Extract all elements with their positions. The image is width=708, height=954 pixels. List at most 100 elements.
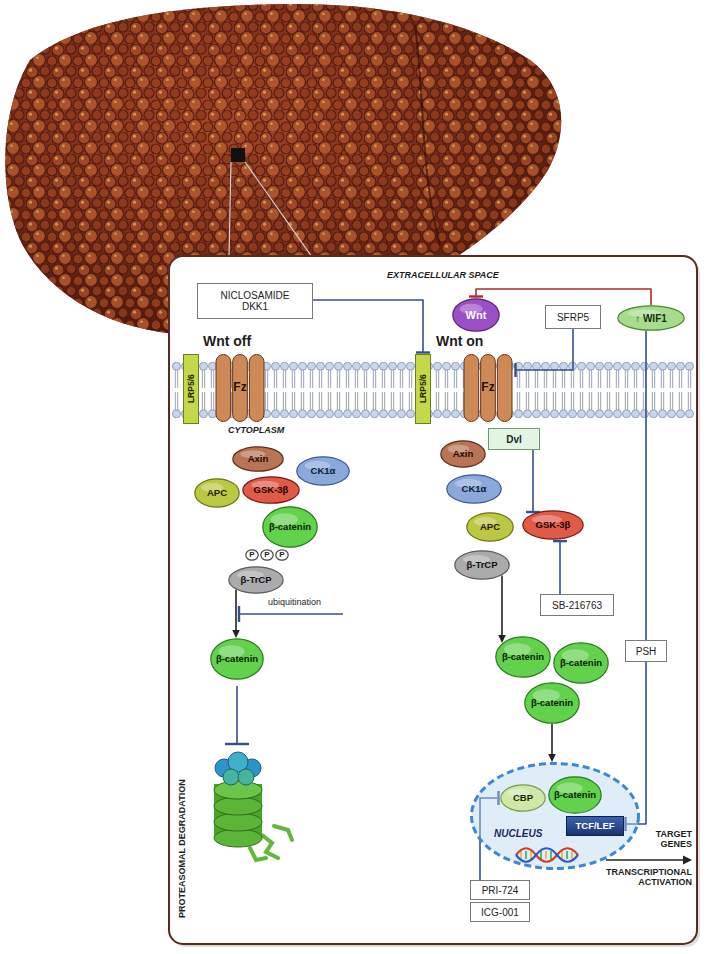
inhibitor-ellipse: ↑ WIF1: [617, 305, 685, 331]
phosphate-circle: P: [245, 549, 259, 561]
proteasome-part: [223, 769, 239, 785]
node-label: GSK-3β: [536, 520, 571, 530]
node-label: NUCLEUS: [494, 828, 542, 839]
state-heading-box: Wnt on: [436, 334, 483, 349]
ubiquitination-inhibition: [239, 606, 343, 622]
node-label: SFRP5: [557, 312, 589, 323]
node-label: CBP: [513, 793, 533, 803]
protein-ellipse-shape-part: [211, 639, 263, 679]
coreceptor-bar: LRP5/6: [183, 354, 199, 424]
frizzled-receptor: Fz: [214, 354, 266, 422]
degradation-inhibition-part: [225, 743, 249, 745]
protein-ellipse: β-TrCP: [454, 550, 510, 580]
degradation-inhibition: [225, 686, 249, 744]
node-label: Axin: [453, 449, 474, 459]
panel-part: [169, 256, 697, 944]
proteasome-part: [214, 797, 262, 815]
proteasome-part: [262, 835, 278, 858]
outcome-label: TARGET GENES: [630, 830, 692, 850]
nucleus-shape-part: [472, 764, 639, 869]
ligand-circle-shape-part: [453, 299, 499, 331]
ubiquitination-inhibition-part: [239, 613, 343, 615]
inhibition-connector: [469, 289, 651, 305]
connector-line: [235, 590, 237, 631]
inhibition-connector: [516, 329, 574, 377]
proteasome-part: [214, 781, 262, 799]
arrow-head: [232, 630, 240, 638]
process-label: ubiquitination: [268, 598, 321, 608]
ubiquitination-inhibition-part: [238, 606, 240, 622]
drug-box: PSH: [625, 640, 667, 662]
protein-ellipse: CK1α: [296, 456, 350, 486]
drug-box: SFRP5: [545, 305, 601, 329]
protein-ellipse: β-catenin: [524, 682, 580, 724]
dna-helix-part: [530, 851, 532, 859]
degradation-inhibition-part: [236, 686, 238, 744]
region-label-box: CYTOPLASM: [228, 426, 284, 436]
region-label-box: EXTRACELLULAR SPACE: [387, 271, 499, 281]
node-label: β-TrCP: [240, 575, 271, 585]
protein-ellipse: CBP: [500, 784, 546, 812]
process-label-box: ubiquitination: [268, 598, 321, 608]
node-label: PSH: [636, 646, 657, 657]
protein-ellipse-shape-part: [229, 567, 283, 593]
activation-connector: [498, 576, 506, 644]
protein-ellipse-shape-part: [441, 441, 485, 467]
inhibition-connector: [526, 450, 540, 512]
arrow-head: [548, 754, 556, 762]
protein-ellipse-shape-part: [523, 511, 583, 539]
outcome-label: TRANSCRIPTIONAL ACTIVATION: [582, 868, 692, 888]
region-label: EXTRACELLULAR SPACE: [387, 271, 499, 281]
node-label: APC: [207, 488, 227, 498]
frizzled-receptor-shape-part: [216, 355, 231, 422]
frizzled-receptor-shape-part: [481, 355, 496, 422]
protein-ellipse: GSK-3β: [242, 476, 300, 504]
phosphate-circle: P: [260, 549, 274, 561]
node-label: TCF/LEF: [575, 821, 614, 831]
zoom-marker-part: [245, 162, 312, 257]
frizzled-receptor-shape-part: [249, 355, 264, 422]
protein-ellipse-shape-part: [549, 777, 601, 813]
dna-helix-part: [550, 851, 552, 859]
dna-helix-part: [525, 851, 527, 859]
dna-helix-part: [561, 851, 563, 859]
dna-helix-part: [566, 851, 568, 859]
drug-box: PRI-724: [470, 880, 530, 900]
node-label: β-catenin: [554, 790, 596, 800]
node-label: Fz: [481, 381, 494, 394]
node-label: CK1α: [311, 466, 336, 476]
dna-helix-part: [571, 851, 573, 859]
connector-line: [516, 329, 574, 370]
zoom-marker-part: [231, 148, 245, 162]
frizzled-receptor-shape-part: [497, 355, 512, 422]
inhibitor-ellipse-shape-part: [618, 306, 684, 330]
liver-fissure: [415, 25, 440, 245]
protein-ellipse: β-catenin: [262, 506, 318, 548]
protein-ellipse-shape-part: [525, 683, 579, 723]
node-label: DKK1: [242, 301, 268, 312]
node-label: β-catenin: [531, 698, 573, 708]
protein-ellipse-shape-part: [501, 785, 545, 811]
protein-ellipse: β-catenin: [553, 642, 609, 684]
drug-box: ICG-001: [470, 902, 530, 922]
node-label: P: [249, 551, 254, 560]
node-label: NICLOSAMIDE: [221, 290, 290, 301]
state-heading-box: Wnt off: [203, 334, 251, 349]
proteasome-part: [238, 769, 254, 785]
state-heading: Wnt on: [436, 334, 483, 349]
connector-line: [313, 300, 423, 353]
phosphate-circle-shape-part: [276, 550, 288, 560]
connector-line: [501, 576, 503, 637]
protein-ellipse: Axin: [232, 446, 284, 472]
dna-helix: [516, 848, 578, 862]
proteasome: [214, 752, 292, 860]
state-heading: Wnt off: [203, 334, 251, 349]
node-label: LRP5/6: [418, 375, 427, 404]
node-label: P: [264, 551, 269, 560]
node-label: β-TrCP: [466, 560, 497, 570]
frizzled-receptor: Fz: [462, 354, 514, 422]
node-label: APC: [480, 522, 500, 532]
region-label: CYTOPLASM: [228, 426, 284, 436]
dishevelled-box: Dvl: [488, 428, 540, 450]
dna-helix-part: [516, 848, 578, 862]
